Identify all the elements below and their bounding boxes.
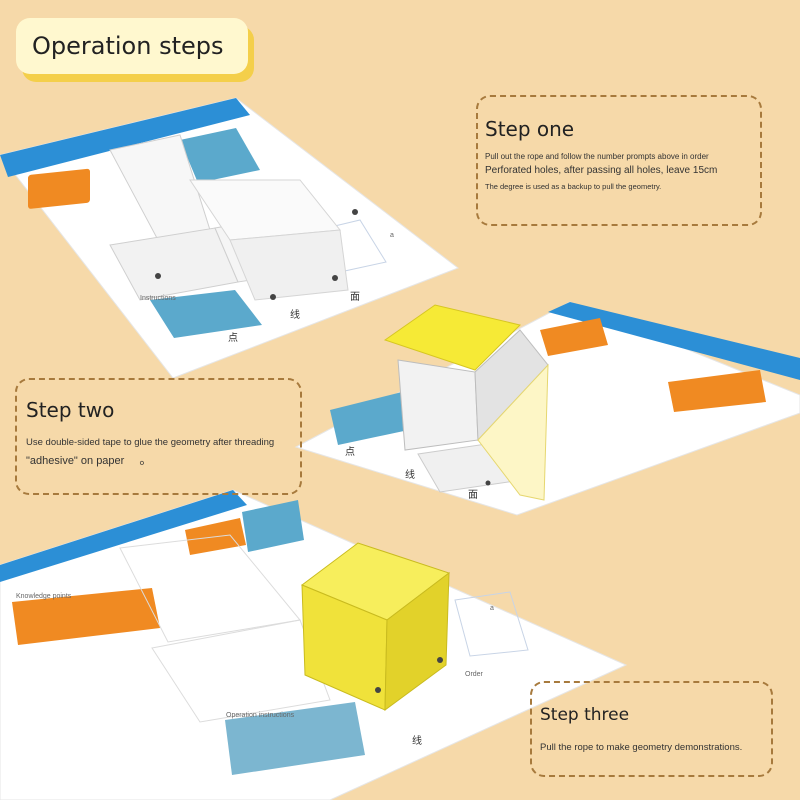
sheet-one-blue-panel (150, 290, 262, 338)
box-lid (383, 304, 521, 371)
title-banner: Operation steps (16, 18, 248, 74)
svg-text:a: a (390, 232, 394, 239)
sheet-three-banner (0, 490, 247, 582)
sheet-two: 点 线 面 (294, 301, 800, 516)
sheet-one-orange-panel (28, 168, 90, 209)
order-label: Order (465, 671, 484, 678)
svg-text:点: 点 (345, 446, 355, 458)
step-one-line-3: The degree is used as a backup to pull t… (485, 182, 662, 191)
sheet-three: Knowledge points Operation instructions … (0, 489, 628, 800)
operation-panel (225, 702, 365, 775)
svg-text:面: 面 (468, 490, 478, 501)
svg-text:a: a (490, 605, 494, 612)
step-two-line-1: Use double-sided tape to glue the geomet… (26, 437, 275, 448)
knowledge-points-label: Knowledge points (16, 593, 72, 600)
step-two-heading: Step two (26, 398, 115, 422)
sheet-one-banner (0, 98, 250, 177)
step-two-period: 。 (139, 452, 153, 468)
svg-text:线: 线 (412, 734, 422, 747)
step-one-heading: Step one (485, 117, 575, 141)
step-two-line-2: "adhesive" on paper (26, 455, 125, 468)
step-one-card: Step one Pull out the rope and follow th… (476, 95, 762, 226)
step-one-line-2: Perforated holes, after passing all hole… (485, 165, 718, 176)
instructions-label: Instructions (140, 295, 176, 302)
point-mark: 点 (228, 332, 238, 344)
step-three-line-1: Pull the rope to make geometry demonstra… (540, 742, 743, 753)
operation-instructions-label: Operation instructions (226, 712, 295, 719)
page-title: Operation steps (32, 32, 224, 60)
sheet-two-banner (548, 302, 800, 380)
knowledge-panel (12, 588, 160, 645)
cube-side (384, 571, 450, 712)
svg-text:线: 线 (405, 468, 415, 481)
plane-mark: 面 (350, 292, 360, 303)
step-one-line-1: Pull out the rope and follow the number … (485, 152, 709, 161)
step-three-heading: Step three (540, 705, 630, 725)
sheet-one: Instructions 点 线 面 a (0, 97, 460, 379)
step-two-card: Step two Use double-sided tape to glue t… (15, 378, 302, 495)
step-three-card: Step three Pull the rope to make geometr… (530, 681, 773, 777)
line-mark: 线 (290, 308, 300, 321)
